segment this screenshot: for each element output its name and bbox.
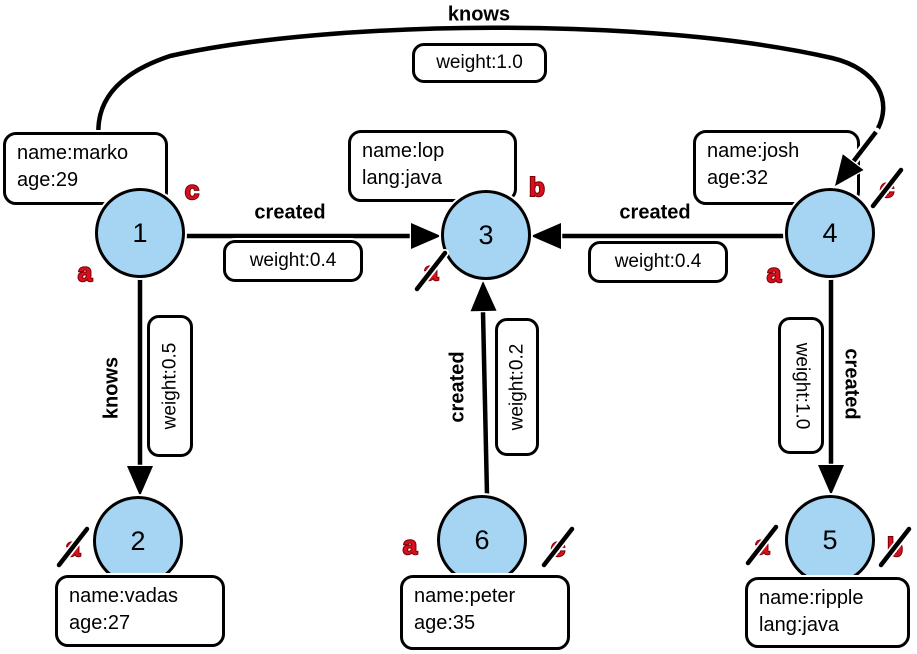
property-line: name:lop (362, 140, 445, 162)
step-letter-halo: a (424, 256, 439, 286)
property-line: lang:java (759, 613, 840, 636)
slash-halo (744, 523, 780, 567)
edge-created-4-5-weight-label: weight:1.0 (791, 342, 812, 429)
slash-mark-vertex-3 (414, 250, 448, 292)
step-letter-a-vertex-4: a (767, 258, 782, 288)
slash-mark-vertex-5 (878, 526, 912, 568)
edge-knows-1-2-arrowhead (125, 464, 155, 500)
edge-created-6-3 (480, 311, 490, 496)
edge-created-6-3-weight-label: weight:0.2 (506, 343, 527, 431)
step-letter-halo: b (887, 532, 903, 562)
slash-halo (869, 166, 905, 210)
slash-mark-vertex-5 (745, 524, 779, 566)
edge-created-6-3-label: created (446, 351, 469, 423)
step-letter-c-vertex-4: c (880, 173, 894, 203)
slash-halo (413, 249, 449, 293)
step-letter-a-vertex-2: a (66, 532, 81, 562)
edge-knows-1-4-label: knows (447, 3, 511, 26)
vertex-3: 3 (441, 190, 531, 280)
edge-created-4-5-arrowhead (816, 463, 846, 499)
vertex-4: 4 (785, 188, 875, 278)
vertex-id-label: 5 (822, 524, 838, 555)
slash-halo (540, 525, 576, 569)
property-box-vertex-2: name:vadas age:27 (55, 575, 225, 647)
vertex-id-label: 3 (478, 219, 494, 250)
vertex-2: 2 (93, 496, 183, 586)
vertex-id-label: 4 (822, 217, 838, 248)
edge-created-1-3-weight-label: weight:0.4 (249, 250, 337, 271)
property-line: name:peter (414, 585, 516, 607)
slash-halo (877, 525, 913, 569)
vertex-id-label: 2 (130, 525, 146, 556)
property-line: age:35 (414, 611, 476, 634)
property-box-vertex-6: name:peter age:35 (400, 575, 570, 650)
step-letter-c-vertex-6: c (551, 532, 565, 562)
step-letter-a-vertex-1: a (78, 257, 93, 287)
property-line: age:29 (17, 168, 79, 191)
slash-mark-vertex-6 (541, 526, 575, 568)
property-line: name:ripple (759, 587, 864, 609)
slash-mark-vertex-2 (56, 526, 90, 568)
edge-created-1-3-weight-box: weight:0.4 (223, 240, 363, 282)
step-letter-halo: c (551, 532, 565, 562)
step-letter-a-vertex-3: a (424, 256, 439, 286)
edge-created-4-3-weight-label: weight:0.4 (614, 251, 702, 272)
step-letter-a-vertex-5: a (755, 530, 770, 560)
edge-knows-1-2-weight-box: weight:0.5 (147, 315, 193, 457)
edge-created-4-5-weight-box: weight:1.0 (778, 317, 824, 454)
step-letter-halo: c (185, 175, 199, 205)
step-letter-halo: a (767, 258, 782, 288)
step-letter-halo: c (880, 173, 894, 203)
property-line: name:josh (707, 140, 800, 162)
vertex-6: 6 (437, 495, 527, 585)
step-letter-a-vertex-6: a (403, 530, 418, 560)
slash-halo (55, 525, 91, 569)
vertex-id-label: 1 (132, 217, 148, 248)
edge-knows-1-2-weight-label: weight:0.5 (159, 342, 180, 430)
property-line: name:vadas (69, 585, 178, 607)
edge-created-1-3-arrowhead (409, 221, 445, 251)
step-letter-b-vertex-3: b (529, 172, 545, 202)
step-letter-halo: b (529, 172, 545, 202)
edge-knows-1-4-weight-label: weight:1.0 (436, 52, 523, 73)
edge-created-1-3-label: created (254, 201, 326, 224)
edge-knows-1-2-label: knows (100, 356, 123, 420)
property-line: age:27 (69, 611, 131, 634)
edge-created-4-3-weight-box: weight:0.4 (588, 241, 728, 283)
vertex-5: 5 (785, 495, 875, 585)
step-letter-c-vertex-1: c (185, 175, 199, 205)
edge-created-6-3-arrowhead (468, 277, 499, 313)
step-letter-halo: a (66, 532, 81, 562)
vertex-id-label: 6 (474, 524, 490, 555)
property-line: name:marko (17, 142, 129, 164)
edge-created-4-3-label: created (619, 201, 691, 224)
edge-knows-1-4-weight-box: weight:1.0 (412, 43, 547, 83)
step-letter-halo: a (403, 530, 418, 560)
edge-created-4-5-label: created (840, 348, 863, 420)
property-box-vertex-5: name:ripple lang:java (745, 577, 910, 648)
step-letter-b-vertex-5: b (887, 532, 903, 562)
step-letter-halo: a (755, 530, 770, 560)
edge-created-4-3-arrowhead (527, 221, 563, 251)
edge-created-6-3-weight-box: weight:0.2 (495, 318, 539, 456)
vertex-1: 1 (95, 188, 185, 278)
slash-mark-vertex-4 (870, 167, 904, 209)
edge-created-6-3-halo (478, 307, 492, 500)
step-letter-halo: a (78, 257, 93, 287)
property-line: lang:java (362, 166, 443, 189)
